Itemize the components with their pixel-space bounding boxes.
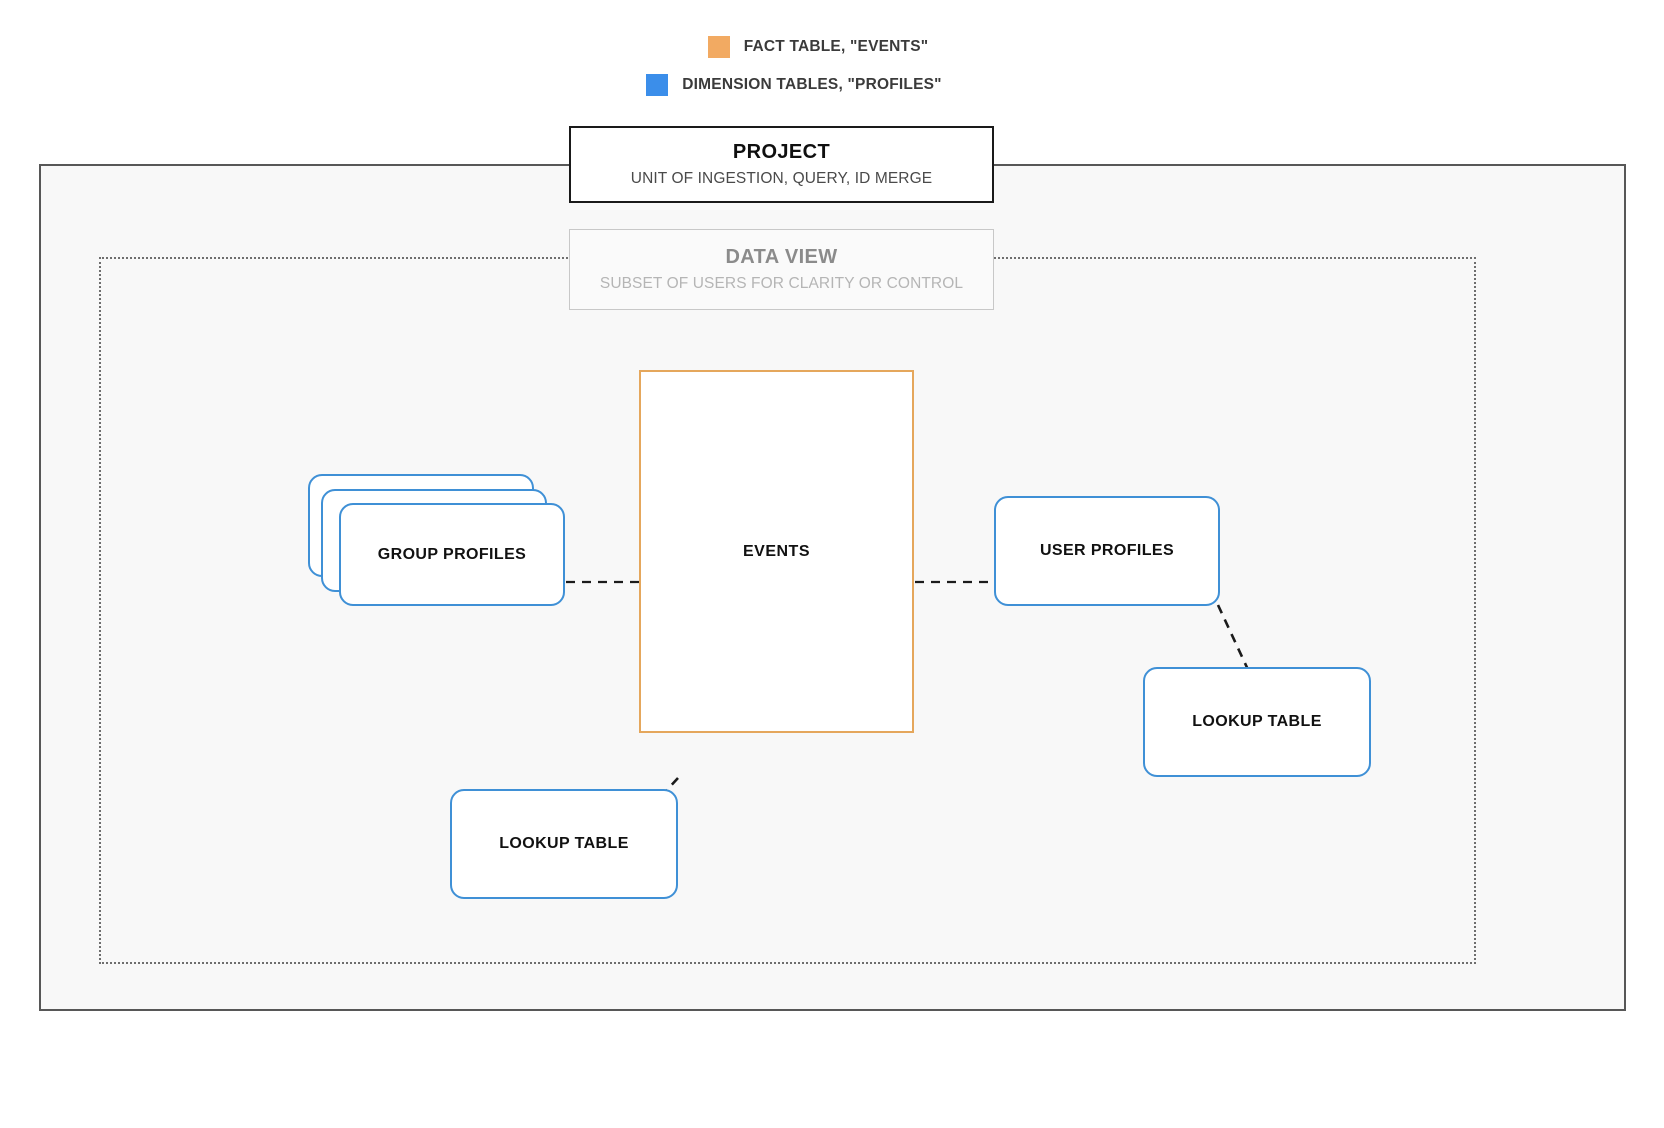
legend-label-fact-table: FACT TABLE, "EVENTS": [743, 38, 929, 55]
legend-label-dimension-tables: DIMENSION TABLES, "PROFILES": [682, 76, 942, 93]
legend-swatch-dimension-tables: [646, 74, 669, 96]
data-view-header-box[interactable]: DATA VIEW SUBSET OF USERS FOR CLARITY OR…: [569, 229, 994, 310]
lookup-table-left-label: LOOKUP TABLE: [499, 835, 629, 852]
connector-user-profiles-to-lookup-table-right: [1216, 604, 1265, 703]
legend-swatch-fact-table: [707, 36, 730, 58]
legend-item-fact-table: FACT TABLE, "EVENTS": [0, 28, 1650, 66]
project-header-box[interactable]: PROJECT UNIT OF INGESTION, QUERY, ID MER…: [569, 126, 994, 203]
fact-table-events[interactable]: EVENTS: [639, 370, 914, 733]
dimension-table-user-profiles[interactable]: USER PROFILES: [994, 496, 1220, 606]
legend: FACT TABLE, "EVENTS" DIMENSION TABLES, "…: [0, 28, 1664, 104]
legend-item-dimension-tables: DIMENSION TABLES, "PROFILES": [0, 66, 1626, 104]
fact-table-events-label: EVENTS: [742, 542, 810, 560]
lookup-table-right-label: LOOKUP TABLE: [1192, 713, 1322, 730]
data-view-title: DATA VIEW: [725, 246, 838, 268]
group-profiles-label: GROUP PROFILES: [377, 545, 527, 563]
user-profiles-label: USER PROFILES: [1039, 542, 1175, 559]
dimension-table-lookup-table-right[interactable]: LOOKUP TABLE: [1143, 667, 1371, 777]
project-subtitle: UNIT OF INGESTION, QUERY, ID MERGE: [630, 170, 933, 187]
project-title: PROJECT: [732, 141, 831, 163]
dimension-table-group-profiles[interactable]: GROUP PROFILES: [339, 503, 565, 606]
data-view-subtitle: SUBSET OF USERS FOR CLARITY OR CONTROL: [599, 275, 964, 292]
dimension-table-lookup-table-left[interactable]: LOOKUP TABLE: [450, 789, 678, 899]
